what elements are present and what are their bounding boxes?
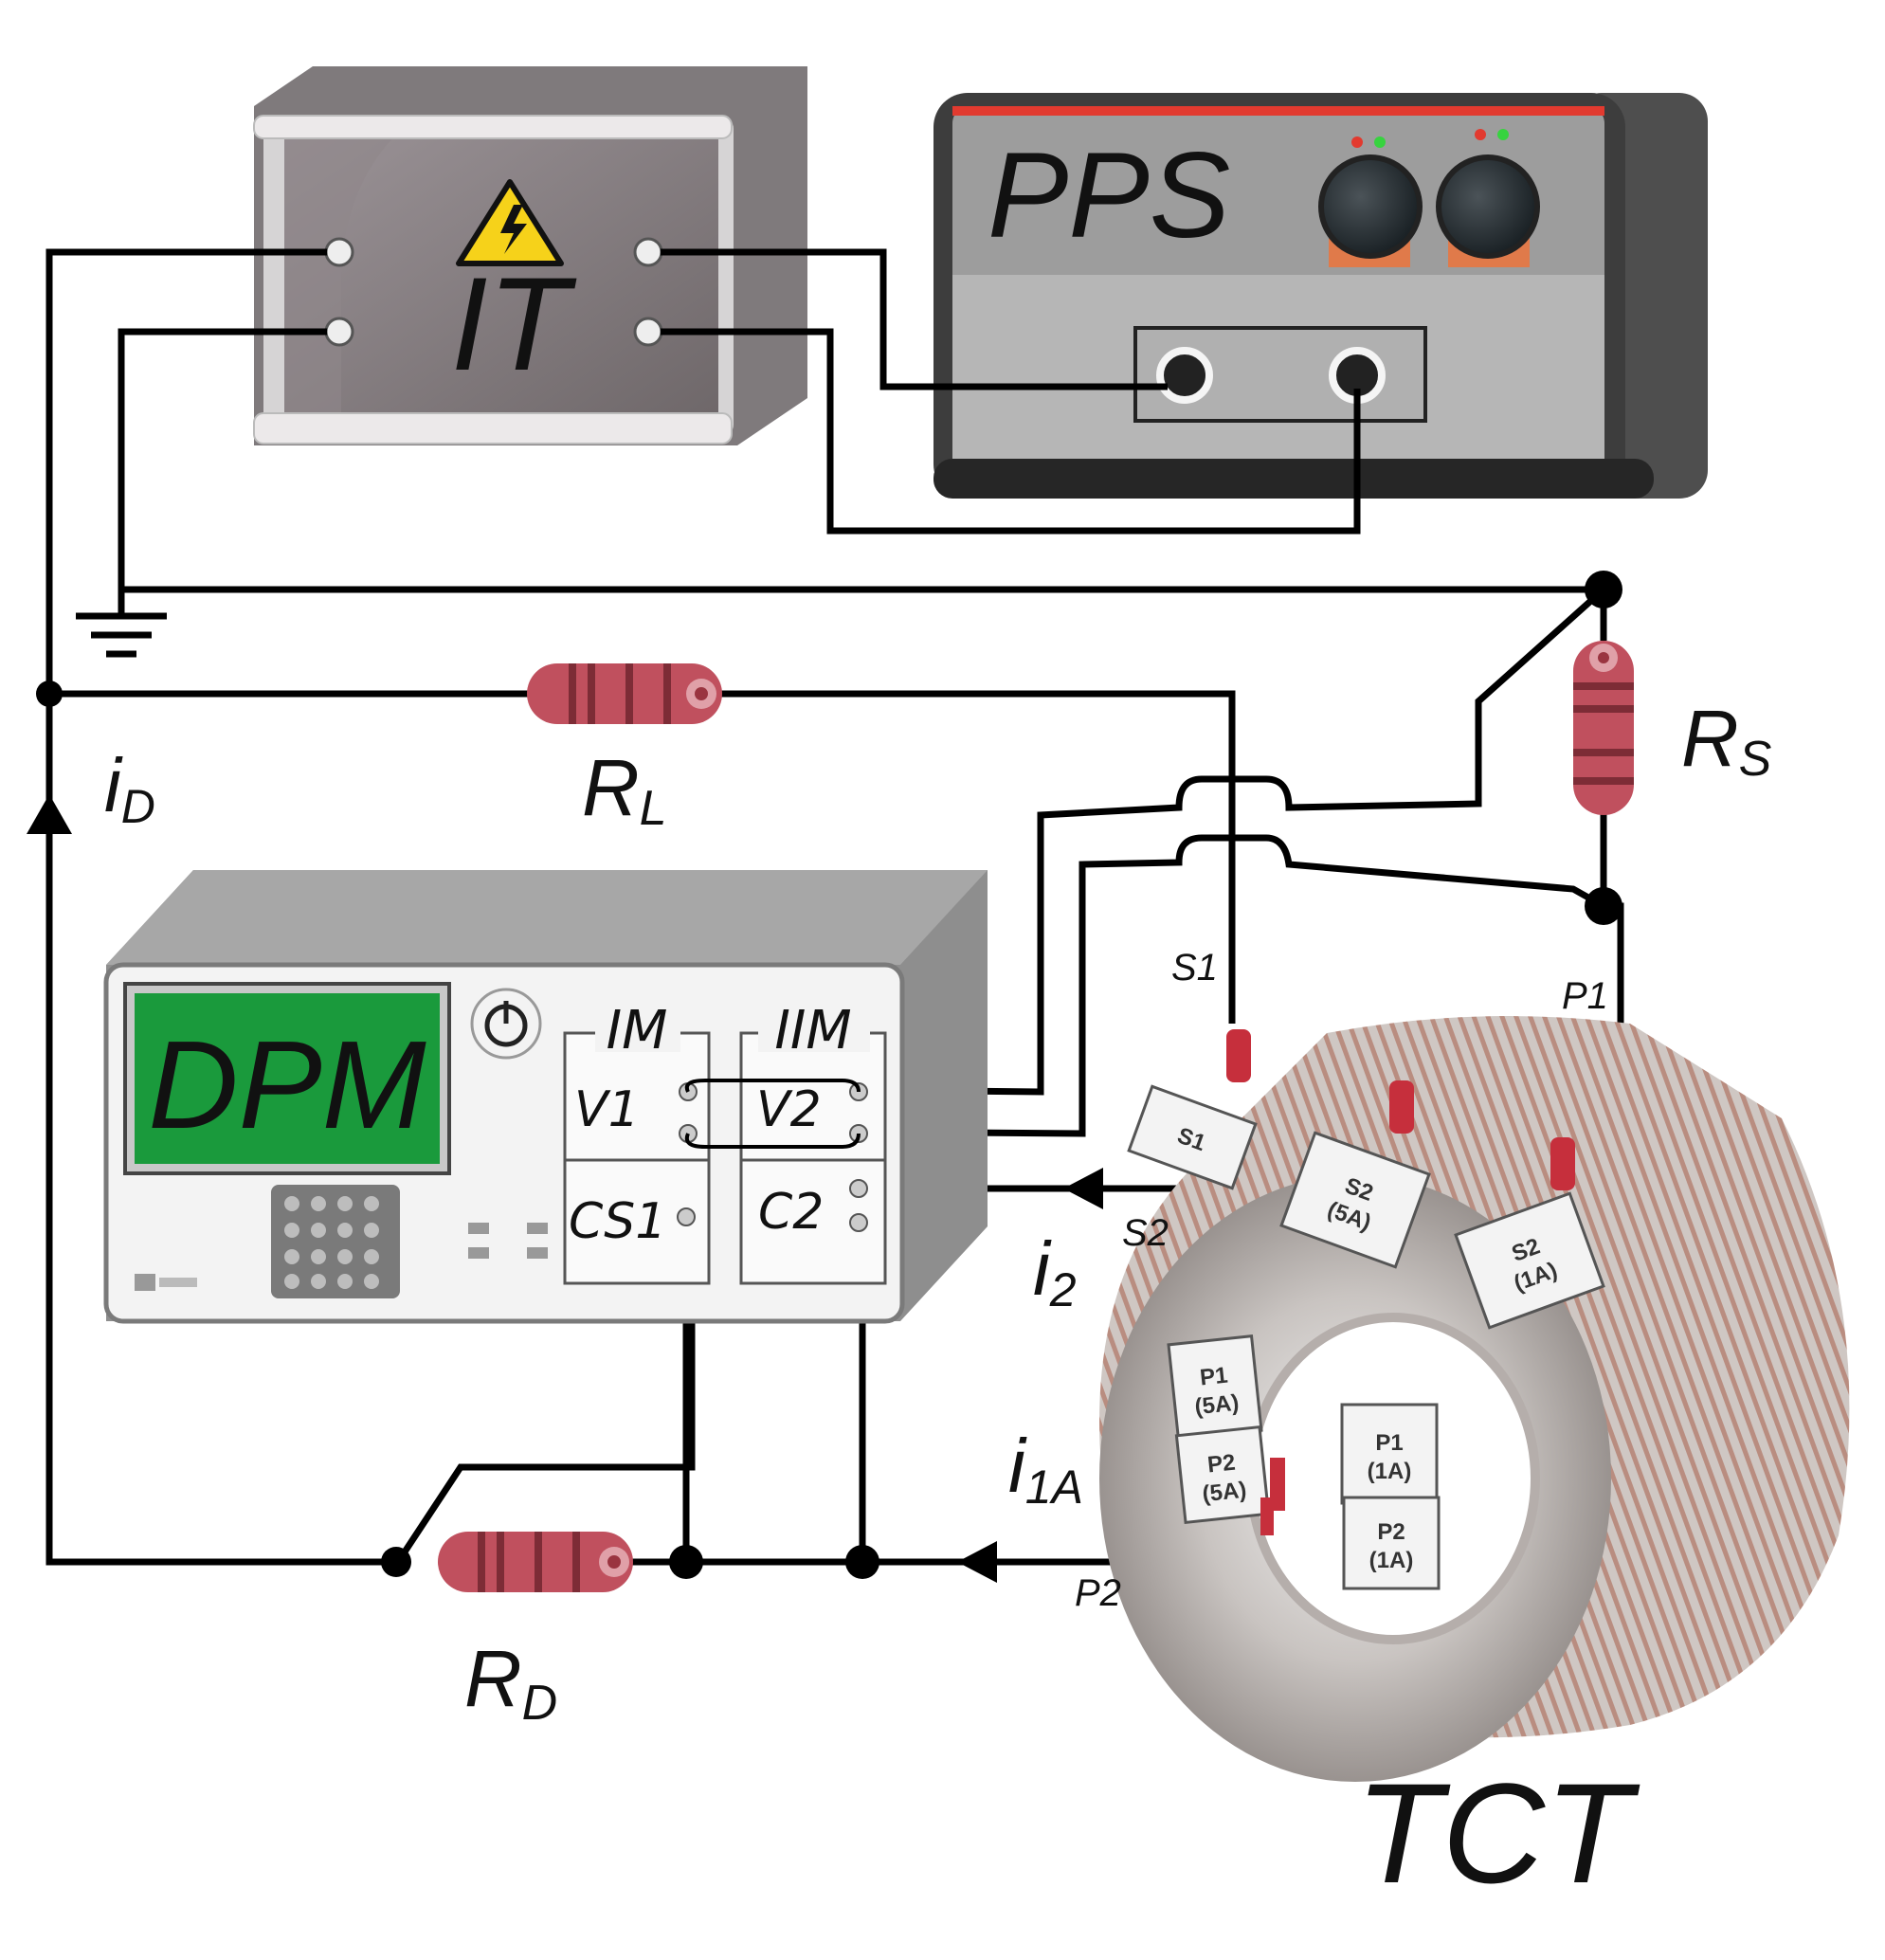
arrow-i1a xyxy=(957,1541,997,1583)
pps-power-supply: PPS xyxy=(933,93,1708,499)
tct-plate-s2-1a: S2 (1A) xyxy=(1454,1191,1605,1330)
resistor-rs xyxy=(1573,641,1634,815)
label-i1a-main: i xyxy=(1008,1424,1027,1508)
channel-iim-voltage: V2 xyxy=(756,1081,822,1138)
arrow-id xyxy=(27,794,72,834)
plate-p1-5a-line2: (5A) xyxy=(1193,1390,1240,1421)
dpm-screen-text: DPM xyxy=(148,1015,426,1154)
dpm-channel-im xyxy=(563,1031,711,1285)
tct-plate-p1-5a: P1 (5A) xyxy=(1167,1334,1263,1441)
resistor-labels: RL RS RD xyxy=(464,694,1772,1731)
label-rd-main: R xyxy=(464,1634,522,1723)
channel-iim-current: C2 xyxy=(758,1184,824,1241)
label-rl-sub: L xyxy=(640,781,667,836)
plate-p2-5a-line1: P2 xyxy=(1206,1450,1237,1479)
plate-p1-1a-line1: P1 xyxy=(1375,1430,1403,1456)
tct-plate-s1: S1 xyxy=(1127,1084,1258,1190)
arrow-i2 xyxy=(1063,1168,1103,1209)
label-i1a: i1A xyxy=(1008,1424,1083,1514)
tct-plate-s2-5a: S2 (5A) xyxy=(1279,1131,1431,1269)
current-labels: iD i2 i1A xyxy=(104,743,1083,1514)
dpm-screen xyxy=(135,993,440,1164)
tct-plate-p2-5a: P2 (5A) xyxy=(1174,1425,1271,1524)
plate-p2-1a-line1: P2 xyxy=(1377,1519,1405,1545)
ground-icon xyxy=(76,590,167,658)
channel-im-current: CS1 xyxy=(569,1193,666,1250)
node-rd-left xyxy=(381,1547,411,1577)
label-s2: S2 xyxy=(1122,1212,1169,1254)
node-top-left xyxy=(36,681,63,707)
node-c2 xyxy=(845,1545,879,1579)
it-terminal-2 xyxy=(324,317,354,347)
resistor-rl xyxy=(527,663,722,724)
plate-p2-1a-line2: (1A) xyxy=(1369,1548,1414,1573)
plate-p1-1a-line2: (1A) xyxy=(1368,1459,1412,1484)
node-rd-right xyxy=(669,1545,703,1579)
channel-im-title: IM xyxy=(607,1000,668,1062)
label-i2: i2 xyxy=(1033,1226,1077,1316)
label-rd-sub: D xyxy=(522,1676,558,1731)
it-terminal-1 xyxy=(324,237,354,267)
pps-output-terminal-1 xyxy=(1156,347,1213,404)
plate-p2-5a-line2: (5A) xyxy=(1201,1478,1247,1508)
label-i2-sub: 2 xyxy=(1049,1263,1077,1316)
it-label: IT xyxy=(451,249,577,398)
tct-terminal-labels: S1 S2 P1 P2 xyxy=(1075,947,1608,1614)
label-id-main: i xyxy=(104,743,123,827)
node-rs-top xyxy=(1585,571,1622,608)
label-i1a-sub: 1A xyxy=(1025,1461,1083,1514)
tct-plate-p1-1a: P1 (1A) xyxy=(1340,1403,1439,1505)
dpm-channel-iim xyxy=(739,1031,887,1285)
label-p2: P2 xyxy=(1075,1572,1121,1614)
pps-knob-2[interactable] xyxy=(1436,154,1540,259)
channel-iim-title: IIM xyxy=(774,1000,851,1062)
label-rs-main: R xyxy=(1681,694,1739,783)
channel-im-voltage: V1 xyxy=(574,1081,640,1138)
warning-triangle-icon xyxy=(456,179,564,266)
power-button-icon[interactable] xyxy=(470,988,542,1060)
label-rl: RL xyxy=(582,743,667,836)
label-p1: P1 xyxy=(1562,975,1608,1017)
it-transformer: IT xyxy=(253,66,807,445)
tct-transformer: S1 S2 (5A) S2 (1A) P1 (5A) P2 (5A) P1 (1… xyxy=(1099,1016,1850,1782)
keypad-icon[interactable] xyxy=(271,1185,400,1298)
resistor-rd xyxy=(438,1532,633,1592)
label-id: iD xyxy=(104,743,155,833)
tct-plate-p2-1a: P2 (1A) xyxy=(1342,1496,1441,1590)
pps-knob-1[interactable] xyxy=(1318,154,1423,259)
label-i2-main: i xyxy=(1033,1226,1052,1311)
label-rs: RS xyxy=(1681,694,1772,787)
label-rd: RD xyxy=(464,1634,557,1731)
pps-label: PPS xyxy=(988,128,1230,263)
node-p1 xyxy=(1585,887,1622,925)
plate-p1-5a-line1: P1 xyxy=(1199,1363,1229,1391)
label-s1: S1 xyxy=(1171,947,1218,989)
it-terminal-3 xyxy=(633,237,663,267)
dpm-meter: DPM IM V1 CS1 xyxy=(103,870,988,1324)
label-id-sub: D xyxy=(121,780,155,833)
it-terminal-4 xyxy=(633,317,663,347)
label-rl-main: R xyxy=(582,743,640,832)
tct-label: TCT xyxy=(1355,1753,1640,1913)
label-rs-sub: S xyxy=(1739,732,1772,787)
